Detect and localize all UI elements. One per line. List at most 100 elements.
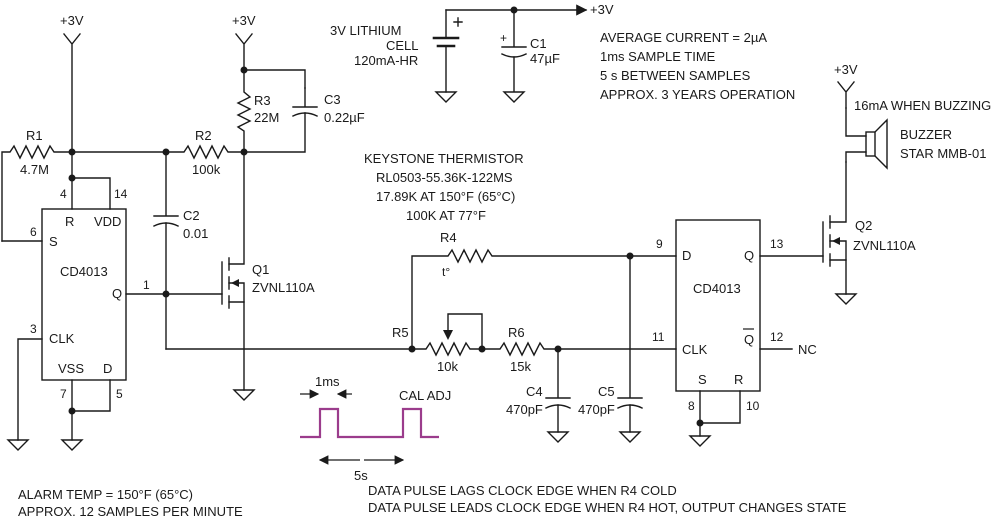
alarm-note-2: APPROX. 12 SAMPLES PER MINUTE: [18, 504, 243, 519]
battery-label-2: CELL: [386, 38, 419, 53]
supply-3v-left: +3V: [60, 13, 84, 153]
r3-name: R3: [254, 93, 271, 108]
capacitor-c1: + C1 47µF: [500, 9, 560, 103]
pin-number: 1: [143, 278, 150, 292]
pin-number: 3: [30, 322, 37, 336]
spec-line: AVERAGE CURRENT = 2µA: [600, 30, 767, 45]
data-note-2: DATA PULSE LEADS CLOCK EDGE WHEN R4 HOT,…: [368, 500, 847, 515]
ic2-pin-clk: CLK: [682, 342, 708, 357]
q2-name: Q2: [855, 218, 872, 233]
specs-notes: AVERAGE CURRENT = 2µA 1ms SAMPLE TIME 5 …: [600, 30, 795, 102]
thermistor-line: RL0503-55.36K-122MS: [376, 170, 513, 185]
c1-value: 47µF: [530, 51, 560, 66]
thermistor-notes: KEYSTONE THERMISTOR RL0503-55.36K-122MS …: [364, 151, 524, 223]
ic2-pin-q: Q: [744, 248, 754, 263]
pin-number: 4: [60, 187, 67, 201]
supply-3v-center: +3V: [232, 13, 256, 71]
q1-name: Q1: [252, 262, 269, 277]
c4-value: 470pF: [506, 402, 543, 417]
q2-part: ZVNL110A: [853, 238, 916, 253]
spec-line: 1ms SAMPLE TIME: [600, 49, 716, 64]
r4-symbol: t°: [442, 265, 450, 279]
thermistor-line: 17.89K AT 150°F (65°C): [376, 189, 515, 204]
c3-value: 0.22µF: [324, 110, 365, 125]
supply-label: +3V: [834, 62, 858, 77]
r3-value: 22M: [254, 110, 279, 125]
buzzer: 16mA WHEN BUZZING BUZZER STAR MMB-01: [845, 98, 991, 170]
bottom-notes: ALARM TEMP = 150°F (65°C) APPROX. 12 SAM…: [18, 483, 847, 519]
battery: 3V LITHIUM CELL 120mA-HR: [330, 9, 463, 103]
buzzer-label-1: BUZZER: [900, 127, 952, 142]
c5-name: C5: [598, 384, 615, 399]
pin-number: 12: [770, 330, 784, 344]
supply-label: +3V: [590, 2, 614, 17]
ic1-pin-vss: VSS: [58, 361, 84, 376]
ic1-cd4013: R VDD S CD4013 Q CLK VSS D 4 14 6 1 3 7 …: [30, 187, 150, 401]
pin-number: 9: [656, 237, 663, 251]
ic1-pin-d: D: [103, 361, 112, 376]
battery-label-1: 3V LITHIUM: [330, 23, 402, 38]
c2-name: C2: [183, 208, 200, 223]
ic2-pin-r: R: [734, 372, 743, 387]
r2-name: R2: [195, 128, 212, 143]
pin-number: 6: [30, 225, 37, 239]
thermistor-line: KEYSTONE THERMISTOR: [364, 151, 524, 166]
mosfet-q1: Q1 ZVNL110A: [221, 151, 315, 391]
c4-name: C4: [526, 384, 543, 399]
alarm-note-1: ALARM TEMP = 150°F (65°C): [18, 487, 193, 502]
capacitor-c2: C2 0.01: [153, 151, 208, 350]
r4-name: R4: [440, 230, 457, 245]
spec-line: APPROX. 3 YEARS OPERATION: [600, 87, 795, 102]
resistor-r1: R1 4.7M: [1, 128, 73, 242]
q1-part: ZVNL110A: [252, 280, 315, 295]
capacitor-c3: C3 0.22µF: [243, 87, 365, 153]
cal-adj-label: CAL ADJ: [399, 388, 451, 403]
ic1-pin-s: S: [49, 234, 58, 249]
c5-value: 470pF: [578, 402, 615, 417]
thermistor-r4: R4 t°: [411, 230, 631, 350]
pulse-width-label: 1ms: [315, 374, 340, 389]
buzzer-label-2: STAR MMB-01: [900, 146, 986, 161]
svg-text:+: +: [500, 31, 507, 45]
r5-name: R5: [392, 325, 409, 340]
ic1-pin-clk: CLK: [49, 331, 75, 346]
pin-number: 7: [60, 387, 67, 401]
resistor-r6: R6 15k: [481, 325, 559, 374]
nc-label: NC: [798, 342, 817, 357]
capacitor-c4: C4 470pF: [506, 348, 571, 443]
ic1-name: CD4013: [60, 264, 108, 279]
ic1-pin-r: R: [65, 214, 74, 229]
supply-label: +3V: [60, 13, 84, 28]
ic2-pin-d: D: [682, 248, 691, 263]
pin-number: 13: [770, 237, 784, 251]
potentiometer-r5: R5 10k: [392, 313, 483, 374]
resistor-r2: R2 100k: [165, 128, 245, 177]
ic2-cd4013: D Q CD4013 CLK Q S R 9 13 11 12 8 10: [652, 219, 784, 413]
supply-3v-buzzer: +3V: [834, 62, 858, 109]
pin-number: 14: [114, 187, 128, 201]
r5-value: 10k: [437, 359, 458, 374]
ic1-pin-vdd: VDD: [94, 214, 121, 229]
period-label: 5s: [354, 468, 368, 483]
timing-diagram: 1ms 5s: [300, 374, 439, 483]
pin-number: 10: [746, 399, 760, 413]
c1-name: C1: [530, 36, 547, 51]
pin-number: 11: [652, 330, 665, 344]
pin-number: 5: [116, 387, 123, 401]
thermistor-line: 100K AT 77°F: [406, 208, 486, 223]
r6-value: 15k: [510, 359, 531, 374]
resistor-r3: R3 22M: [236, 69, 279, 153]
battery-label-3: 120mA-HR: [354, 53, 418, 68]
r6-name: R6: [508, 325, 525, 340]
r1-value: 4.7M: [20, 162, 49, 177]
spec-line: 5 s BETWEEN SAMPLES: [600, 68, 751, 83]
r2-value: 100k: [192, 162, 221, 177]
ic1-pin-q: Q: [112, 286, 122, 301]
supply-label: +3V: [232, 13, 256, 28]
ic2-name: CD4013: [693, 281, 741, 296]
c3-name: C3: [324, 92, 341, 107]
buzzer-current: 16mA WHEN BUZZING: [854, 98, 991, 113]
r1-name: R1: [26, 128, 43, 143]
pin-number: 8: [688, 399, 695, 413]
